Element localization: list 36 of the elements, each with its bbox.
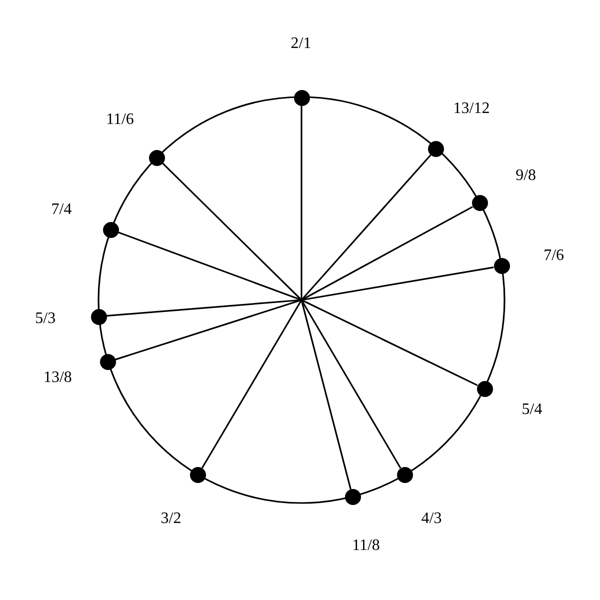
- dot-icon: [294, 90, 310, 106]
- dot-icon: [396, 467, 413, 483]
- spoke-line: [300, 300, 352, 490]
- ratio-label: 7/4: [51, 202, 72, 218]
- spoke-line: [106, 299, 302, 317]
- dot-icon: [428, 141, 444, 157]
- spoke-line: [301, 266, 494, 301]
- spoke-line: [201, 300, 302, 469]
- ratio-label: 2/1: [290, 36, 312, 52]
- ratio-label: 9/8: [516, 168, 536, 184]
- ratio-label: 5/4: [522, 402, 542, 418]
- ratio-label: 11/8: [352, 538, 380, 554]
- dot-icon: [472, 195, 488, 211]
- ratio-label: 5/3: [35, 310, 56, 326]
- ratio-label: 11/6: [106, 112, 134, 128]
- spoke-line: [162, 162, 302, 301]
- spoke-line: [300, 106, 302, 300]
- dot-icon: [100, 354, 116, 370]
- dot-icon: [190, 467, 206, 483]
- spoke-line: [115, 299, 302, 360]
- spoke-line: [118, 232, 302, 301]
- ratio-label: 3/2: [160, 511, 182, 527]
- spoke-line: [300, 154, 432, 301]
- ratio-label: 13/12: [453, 100, 490, 116]
- dot-icon: [344, 489, 361, 505]
- dot-icon: [476, 380, 493, 397]
- ratio-label: 4/3: [421, 511, 442, 527]
- dot-icon: [102, 222, 119, 238]
- ratio-label: 13/8: [43, 370, 72, 386]
- spoke-line: [301, 299, 478, 386]
- ratio-label: 7/6: [544, 248, 564, 264]
- dot-icon: [149, 150, 165, 166]
- dot-icon: [494, 258, 510, 274]
- spoke-line: [301, 206, 473, 301]
- dot-icon: [90, 308, 106, 324]
- spoke-line: [300, 300, 402, 469]
